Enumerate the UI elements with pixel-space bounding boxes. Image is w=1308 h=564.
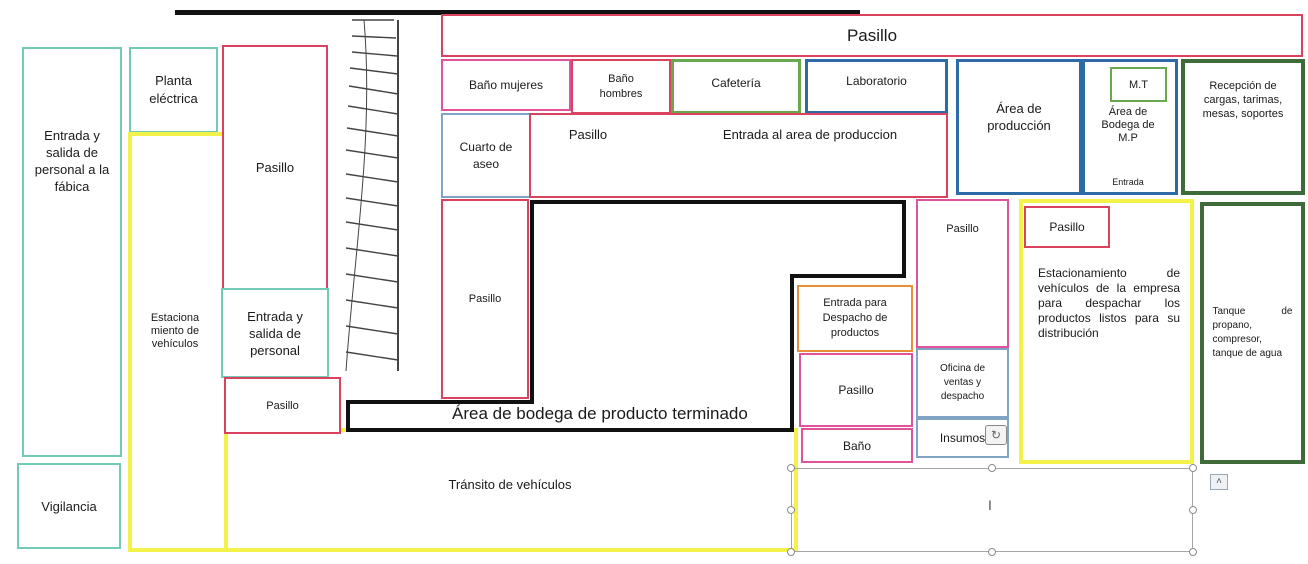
pasillo-vertical-label: Pasillo [468,293,502,305]
laboratorio-label: Laboratorio [846,74,907,88]
area-produccion-label: Área de producción [987,101,1051,133]
pasillo-mid-label: Pasillo [568,127,608,142]
area-bodega-mp-label: Área de Bodega de M.P [1101,106,1155,144]
entrada-produccion-label: Entrada al area de produccion [722,127,898,142]
entrada-personal-fabrica-label: Entrada y salida de personal a la fábica [34,128,110,194]
resize-handle-bm[interactable] [988,548,996,556]
cuarto-aseo: Cuarto de aseo [441,113,531,198]
entrada-salida-personal-label: Entrada y salida de personal [247,308,303,358]
bano: Baño [801,428,913,463]
resize-handle-mr[interactable] [1189,506,1197,514]
bano-mujeres-label: Baño mujeres [468,78,544,92]
pasillo-vertical: Pasillo [441,199,529,399]
pasillo-left-label: Pasillo [255,160,295,175]
estacionamiento-vehiculos-label: Estaciona miento de vehículos [150,312,200,350]
pasillo-despacho: Pasillo [799,353,913,427]
resize-handle-bl[interactable] [787,548,795,556]
bodega-producto-outline [346,200,906,432]
resize-handle-tl[interactable] [787,464,795,472]
cuarto-aseo-label: Cuarto de aseo [459,139,513,171]
estacionamiento-empresa-label: Estacionamiento de vehículos de la empre… [1038,266,1180,340]
entrada-despacho: Entrada para Despacho de productos [797,285,913,352]
bodega-producto-label: Área de bodega de producto terminado [452,404,748,423]
estacionamiento-empresa-zone [1019,199,1194,464]
pasillo-top-label: Pasillo [846,25,898,45]
stairs-icon [345,19,399,372]
insumos-label: Insumos [939,431,986,445]
mt-label: M.T [1129,78,1148,91]
entrada-personal-fabrica: Entrada y salida de personal a la fábica [22,47,122,457]
chevron-up-icon[interactable]: ˄ [1210,474,1228,490]
recepcion-cargas: Recepción de cargas, tarimas, mesas, sop… [1181,59,1305,195]
pasillo-mid [529,113,948,198]
pasillo-top: Pasillo [441,14,1303,57]
tanque-label: Tanque de propano, compresor, tanque de … [1212,306,1293,359]
area-produccion: Área de producción [956,59,1082,195]
tanque: Tanque de propano, compresor, tanque de … [1200,202,1305,464]
entrada-salida-personal: Entrada y salida de personal [221,288,329,378]
pasillo-left: Pasillo [222,45,328,290]
pasillo-small: Pasillo [224,377,341,434]
vigilancia: Vigilancia [17,463,121,549]
pasillo-despacho-label: Pasillo [838,383,874,397]
oficina-ventas: Oficina de ventas y despacho [916,348,1009,418]
bano-mujeres: Baño mujeres [441,59,571,111]
cafeteria-label: Cafetería [711,76,761,90]
resize-handle-br[interactable] [1189,548,1197,556]
vigilancia-label: Vigilancia [41,498,97,514]
resize-handle-tr[interactable] [1189,464,1197,472]
oficina-ventas-label: Oficina de ventas y despacho [939,363,986,402]
resize-handle-ml[interactable] [787,506,795,514]
pasillo-small-label: Pasillo [266,399,299,412]
bano-label: Baño [842,438,872,453]
transito-vehiculos-label: Tránsito de vehículos [448,477,572,492]
text-cursor: I [988,497,992,513]
pasillo-right: Pasillo [916,199,1009,348]
recepcion-cargas-label: Recepción de cargas, tarimas, mesas, sop… [1202,80,1284,120]
selected-textbox[interactable]: I [791,468,1193,552]
cafeteria: Cafetería [671,59,801,114]
entrada-mp-label: Entrada [1112,177,1144,187]
pasillo-right-label: Pasillo [946,223,979,235]
planta-electrica: Planta eléctrica [129,47,218,133]
resize-handle-tm[interactable] [988,464,996,472]
planta-electrica-label: Planta eléctrica [149,73,198,106]
bano-hombres: Baño hombres [571,59,671,114]
top-wall-line [175,10,860,15]
layout-options-icon[interactable]: ↻ [985,425,1007,445]
bano-hombres-label: Baño hombres [599,72,643,100]
pasillo-estacionamiento-label: Pasillo [1049,220,1085,234]
entrada-despacho-label: Entrada para Despacho de productos [822,297,888,339]
laboratorio: Laboratorio [805,59,948,114]
pasillo-estacionamiento: Pasillo [1024,206,1110,248]
mt-box: M.T [1110,67,1167,102]
